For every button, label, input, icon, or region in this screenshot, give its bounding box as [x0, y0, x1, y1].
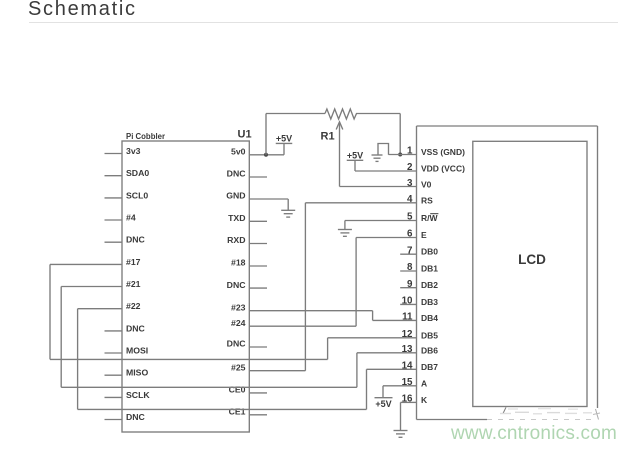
svg-text:U1: U1 [238, 129, 252, 141]
svg-text:15: 15 [402, 377, 413, 388]
svg-text:RS: RS [421, 196, 433, 206]
svg-text:8: 8 [407, 262, 413, 273]
svg-text:CE1: CE1 [229, 407, 246, 417]
svg-text:#21: #21 [126, 279, 141, 289]
svg-text:DNC: DNC [126, 412, 146, 422]
svg-text:VDD (VCC): VDD (VCC) [421, 164, 465, 174]
svg-text:LCD: LCD [518, 252, 546, 267]
svg-text:SCL0: SCL0 [126, 190, 148, 200]
svg-text:#24: #24 [231, 318, 246, 328]
svg-text:14: 14 [402, 361, 413, 372]
svg-text:+5V: +5V [375, 399, 391, 409]
svg-text:3v3: 3v3 [126, 146, 141, 156]
svg-text:11: 11 [402, 312, 413, 323]
svg-text:DNC: DNC [126, 235, 146, 245]
svg-text:CE0: CE0 [229, 385, 246, 395]
svg-text:TXD: TXD [228, 213, 245, 223]
svg-text:6: 6 [407, 229, 413, 240]
svg-text:#18: #18 [231, 258, 246, 268]
svg-text:#17: #17 [126, 257, 141, 267]
svg-text:DB0: DB0 [421, 247, 438, 257]
svg-text:+5V: +5V [347, 151, 363, 161]
svg-text:MISO: MISO [126, 368, 148, 378]
svg-text:DB1: DB1 [421, 264, 438, 274]
svg-text:K: K [421, 395, 428, 405]
svg-text:10: 10 [402, 296, 413, 307]
svg-text:5v0: 5v0 [231, 147, 246, 157]
svg-text:#25: #25 [231, 362, 246, 372]
svg-text:GND: GND [226, 191, 245, 201]
svg-text:DNC: DNC [126, 323, 146, 333]
svg-text:13: 13 [402, 344, 413, 355]
svg-text:MOSI: MOSI [126, 346, 148, 356]
svg-text:VSS (GND): VSS (GND) [421, 147, 465, 157]
svg-text:RXD: RXD [227, 235, 245, 245]
svg-text:#22: #22 [126, 301, 141, 311]
svg-text:2: 2 [407, 162, 413, 173]
svg-text:4: 4 [407, 194, 413, 205]
svg-text:DB4: DB4 [421, 313, 438, 323]
svg-text:#23: #23 [231, 302, 246, 312]
svg-text:1: 1 [407, 146, 413, 157]
svg-text:SDA0: SDA0 [126, 168, 149, 178]
svg-text:DNC: DNC [227, 339, 247, 349]
svg-text:DNC: DNC [227, 280, 247, 290]
svg-text:SCLK: SCLK [126, 390, 150, 400]
svg-text:DB6: DB6 [421, 345, 438, 355]
svg-text:DNC: DNC [227, 169, 247, 179]
svg-text:DB3: DB3 [421, 297, 438, 307]
svg-text:7: 7 [407, 245, 413, 256]
svg-text:9: 9 [407, 279, 413, 290]
svg-text:DB7: DB7 [421, 362, 438, 372]
svg-text:12: 12 [402, 329, 413, 340]
svg-text:A: A [421, 378, 427, 388]
svg-text:DB5: DB5 [421, 330, 438, 340]
svg-text:Pi Cobbler: Pi Cobbler [126, 132, 165, 141]
svg-text:#4: #4 [126, 213, 136, 223]
svg-text:DB2: DB2 [421, 280, 438, 290]
svg-text:V0: V0 [421, 180, 432, 190]
svg-text:R/W: R/W [421, 213, 439, 223]
svg-text:5: 5 [407, 212, 413, 223]
svg-text:3: 3 [407, 178, 413, 189]
svg-text:R1: R1 [321, 131, 335, 143]
svg-text:+5V: +5V [276, 134, 292, 144]
svg-text:16: 16 [402, 394, 413, 405]
svg-text:E: E [421, 230, 427, 240]
